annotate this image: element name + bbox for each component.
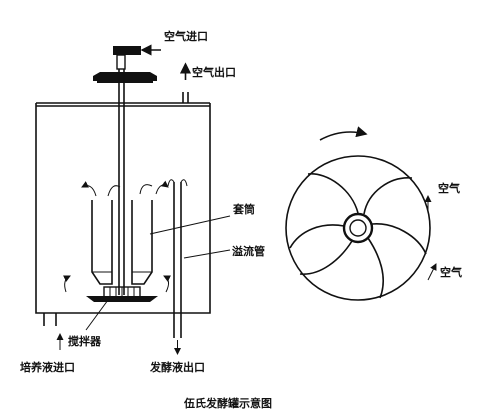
impeller-blade-6 bbox=[289, 224, 345, 249]
hollow-shaft bbox=[118, 69, 125, 295]
impeller-blade-2 bbox=[363, 177, 413, 215]
label-overflow-pipe: 溢流管 bbox=[232, 244, 265, 258]
sleeve-right-wall bbox=[131, 200, 153, 285]
impeller bbox=[285, 126, 437, 301]
label-sleeve: 套筒 bbox=[233, 202, 255, 216]
air-outlet bbox=[179, 62, 192, 103]
agitator bbox=[86, 286, 158, 302]
label-air-inlet: 空气进口 bbox=[164, 29, 208, 43]
overflow-lip-right bbox=[180, 179, 188, 187]
agitator-leader-line bbox=[85, 299, 109, 331]
sleeve-leader-line bbox=[149, 215, 231, 235]
impeller-blade-4 bbox=[367, 237, 384, 299]
flow-arrow-top-left-inner bbox=[107, 185, 121, 197]
flow-arrow-top-right-outer bbox=[155, 180, 169, 195]
overflow-leader-line bbox=[183, 249, 231, 259]
label-air-bottom: 空气 bbox=[440, 265, 462, 279]
air-inlet-stem bbox=[116, 54, 126, 70]
rotation-arrow bbox=[319, 126, 368, 141]
label-air-top: 空气 bbox=[438, 181, 460, 195]
sleeve-left-wall bbox=[91, 200, 113, 285]
flow-arrow-top-right bbox=[139, 184, 153, 195]
impeller-outer-circle bbox=[285, 155, 431, 301]
flow-arrow-top-left bbox=[81, 181, 97, 197]
flow-arrow-bottom-right bbox=[163, 275, 171, 293]
air-arrow-bottom bbox=[427, 263, 437, 281]
drive-pulley-bottom bbox=[97, 81, 153, 83]
overflow-pipe bbox=[167, 179, 188, 355]
medium-inlet bbox=[43, 313, 64, 350]
air-inlet-assembly bbox=[93, 44, 161, 83]
label-medium-inlet: 培养液进口 bbox=[20, 360, 75, 374]
fermenter-tank bbox=[35, 102, 211, 314]
label-broth-outlet: 发酵液出口 bbox=[149, 360, 205, 374]
label-agitator: 搅拌器 bbox=[68, 334, 102, 348]
impeller-blade-3 bbox=[371, 223, 427, 255]
flow-arrow-bottom-left bbox=[63, 275, 71, 293]
air-inlet-coupling bbox=[113, 46, 141, 55]
diagram-caption: 伍氏发酵罐示意图 bbox=[183, 396, 272, 410]
impeller-blade-1 bbox=[307, 173, 359, 214]
impeller-blade-5 bbox=[299, 240, 353, 275]
drive-pulley bbox=[93, 76, 157, 81]
overflow-lip-left bbox=[167, 179, 175, 187]
impeller-hub-inner bbox=[349, 219, 367, 237]
label-air-outlet: 空气出口 bbox=[192, 65, 236, 79]
tank-outline bbox=[35, 103, 211, 314]
draft-sleeve bbox=[63, 180, 171, 293]
drive-pulley-top bbox=[93, 72, 157, 76]
